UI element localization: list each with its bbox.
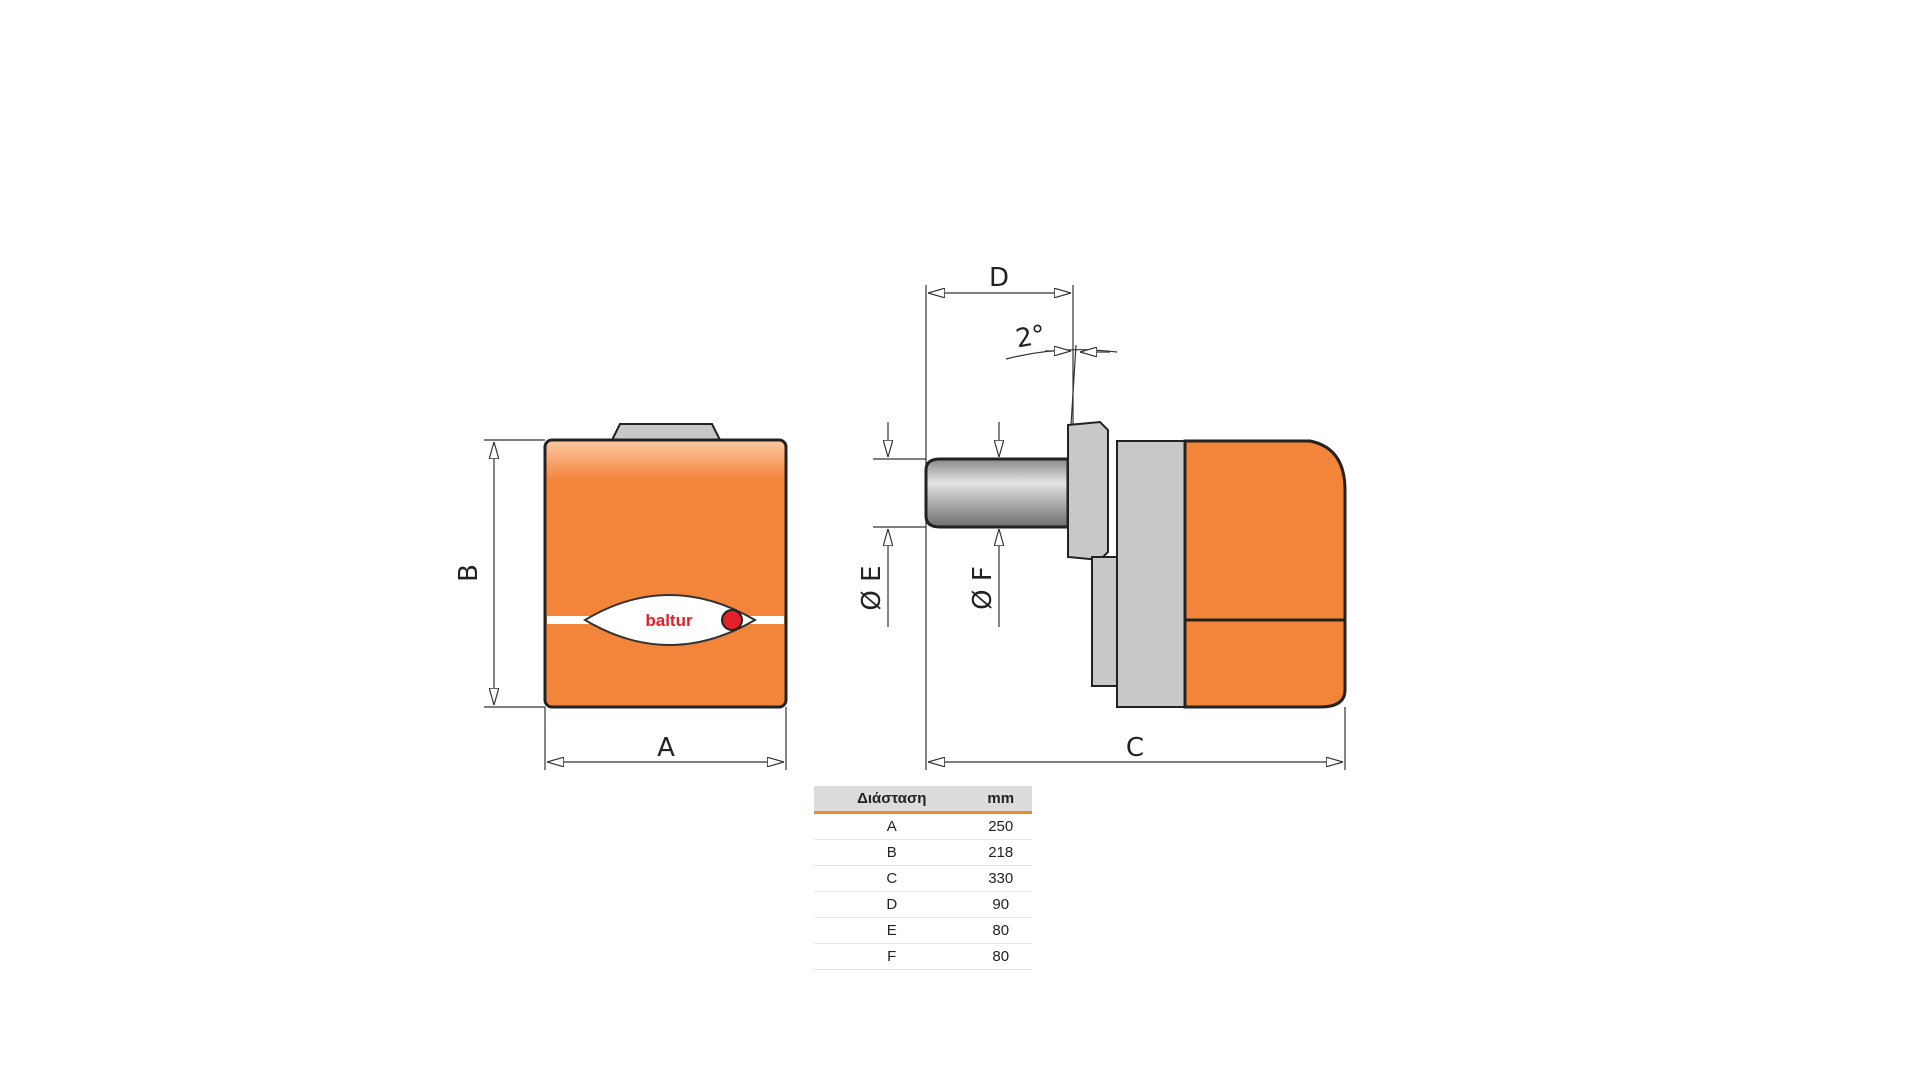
label-a: A	[657, 733, 675, 763]
cell-mm: 80	[969, 917, 1032, 944]
label-d: D	[989, 263, 1009, 293]
indicator-light-icon	[721, 609, 743, 631]
side-view	[924, 420, 1347, 709]
cell-dimension: A	[814, 812, 970, 840]
cell-dimension: F	[814, 943, 970, 970]
cell-mm: 218	[969, 839, 1032, 866]
cell-mm: 90	[969, 891, 1032, 918]
dimension-lines	[484, 285, 1346, 770]
baltur-logo: baltur	[645, 611, 693, 630]
front-view: baltur	[543, 423, 788, 709]
cell-dimension: B	[814, 839, 970, 866]
label-b: B	[454, 564, 484, 582]
header-mm: mm	[969, 786, 1032, 814]
cell-mm: 250	[969, 812, 1032, 840]
header-dimension: Διάσταση	[814, 786, 970, 814]
table-header: Διάσταση mm	[814, 786, 1032, 814]
cell-dimension: D	[814, 891, 970, 918]
label-f: Ø F	[968, 566, 998, 610]
label-angle: 2°	[1013, 320, 1047, 355]
label-c: C	[1126, 733, 1144, 763]
label-e: Ø E	[857, 565, 887, 610]
cell-dimension: C	[814, 865, 970, 892]
cell-mm: 80	[969, 943, 1032, 970]
cell-mm: 330	[969, 865, 1032, 892]
cell-dimension: E	[814, 917, 970, 944]
